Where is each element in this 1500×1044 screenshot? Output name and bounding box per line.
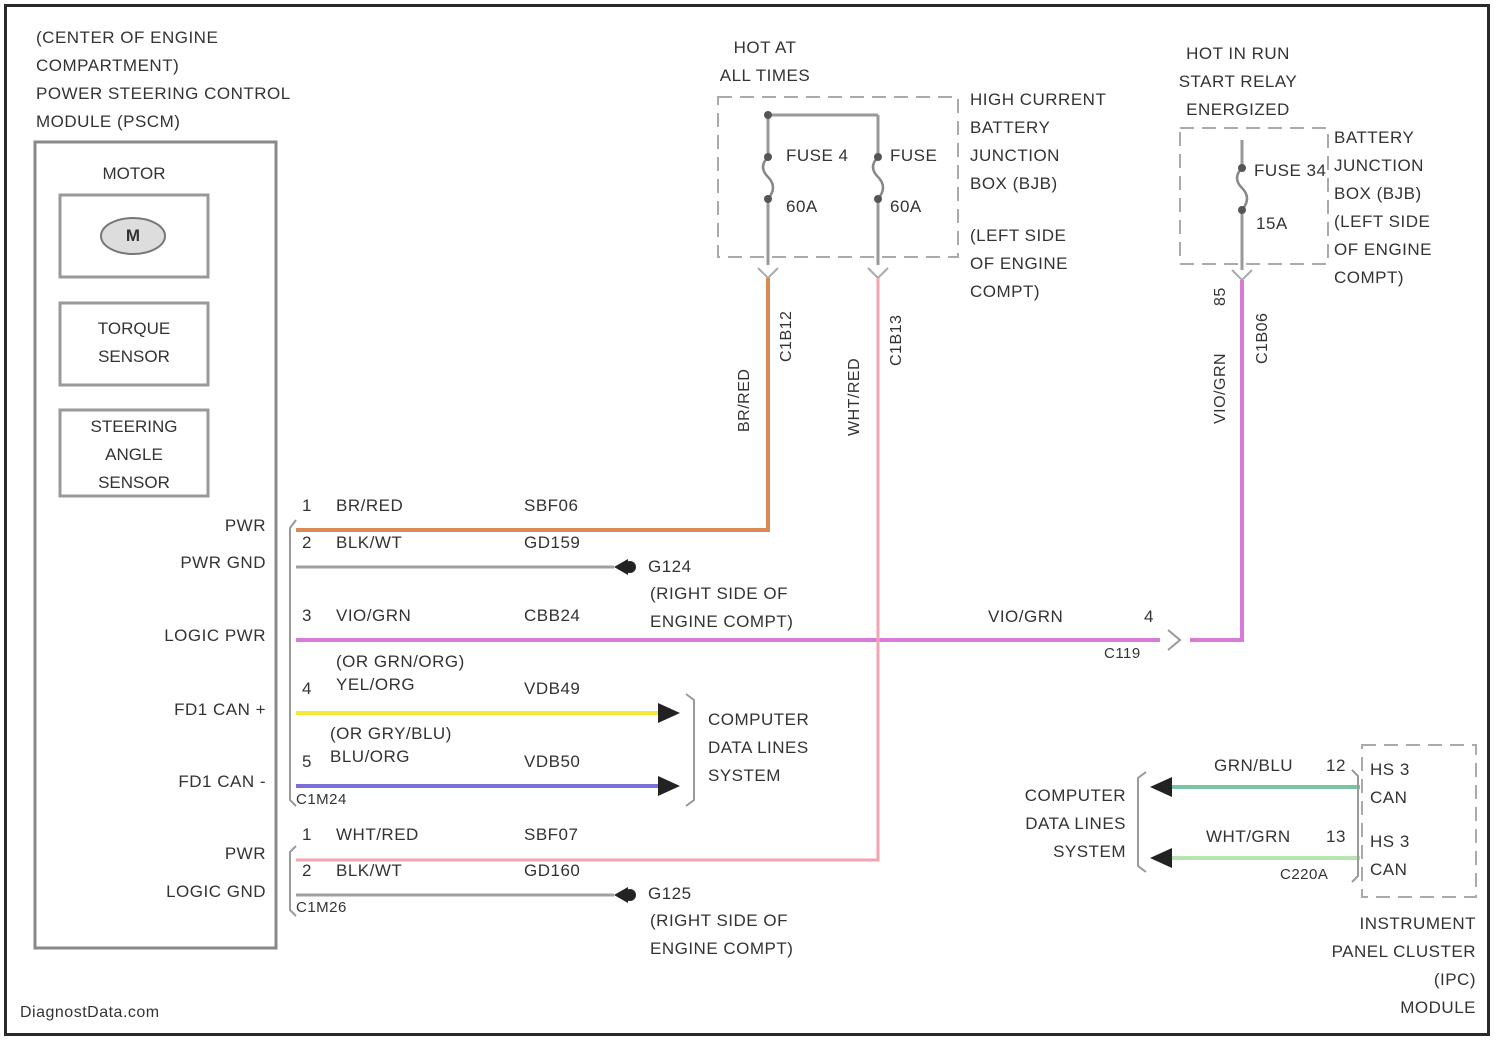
motor-label: MOTOR [60,160,208,188]
fuse4-element [763,157,773,199]
ipc-can-h-color: GRN/BLU [1214,752,1293,780]
pin-label-logic-pwr: LOGIC PWR [100,622,266,650]
logic-pwr-right-color: VIO/GRN [988,603,1063,631]
bjb-out-color: VIO/GRN [1212,353,1230,424]
watermark: DiagnostData.com [20,999,160,1027]
bjb-location: (LEFT SIDE OF ENGINE COMPT) [1334,208,1432,292]
fuse-node-in [874,153,882,161]
computer-data-lines-right: COMPUTER DATA LINES SYSTEM [988,782,1126,866]
fuse4-name: FUSE 4 [786,142,849,170]
connector-bracket-c1m24 [290,520,296,806]
ipc-can-h-pin: 12 [1326,752,1346,780]
fuse-rating: 60A [890,193,922,221]
connector-c220a: C220A [1280,861,1328,889]
wire3-pin: 3 [302,602,312,630]
ipc-can-h-label: HS 3 CAN [1370,756,1410,812]
wire3-color: VIO/GRN [336,602,411,630]
ipc-can-l-pin: 13 [1326,823,1346,851]
arrow-hs3-can-h [1150,777,1172,797]
wire1-pin: 1 [302,492,312,520]
wire1-circuit: SBF06 [524,492,578,520]
fuse34-name: FUSE 34 [1254,157,1326,185]
wire6-circuit: SBF07 [524,821,578,849]
ground-g125-location: (RIGHT SIDE OF ENGINE COMPT) [650,907,793,963]
steering-angle-sensor-label: STEERING ANGLE SENSOR [60,413,208,497]
wire7-circuit: GD160 [524,857,580,885]
hot-at-all-times: HOT AT ALL TIMES [708,34,822,90]
cdl-bracket-right [1138,772,1146,872]
ipc-can-l-color: WHT/GRN [1206,823,1291,851]
fuse-out-color: WHT/RED [846,358,864,436]
pin-label-pwr2: PWR [100,840,266,868]
wire4-circuit: VDB49 [524,675,580,703]
arrow-hs3-can-l [1150,848,1172,868]
logic-pwr-right-pin: 4 [1144,603,1154,631]
wire7-color: BLK/WT [336,857,402,885]
wire1-color: BR/RED [336,492,403,520]
wire4-pin: 4 [302,675,312,703]
wire6-pin: 1 [302,821,312,849]
bjb-out-pin: 85 [1212,287,1230,306]
fuse-out-conn: C1B13 [888,315,906,366]
pin-label-logic-gnd: LOGIC GND [100,878,266,906]
wire5-color: BLU/ORG [330,743,410,771]
ground-g124-node [624,561,636,573]
connector-c1m26: C1M26 [296,894,347,922]
fuse4-node-out [764,195,772,203]
arrow-can-minus [658,776,680,796]
fuse4-out-conn: C1B12 [778,311,796,362]
fuse-element [873,157,883,199]
high-current-bjb-location: (LEFT SIDE OF ENGINE COMPT) [970,222,1068,306]
connector-c119: C119 [1104,640,1141,668]
torque-sensor-label: TORQUE SENSOR [60,315,208,371]
hot-in-run-start: HOT IN RUN START RELAY ENERGIZED [1160,40,1316,124]
fuse4-node-in [764,153,772,161]
ground-g124-location: (RIGHT SIDE OF ENGINE COMPT) [650,580,793,636]
pscm-module-box [35,142,276,948]
wire2-circuit: GD159 [524,529,580,557]
ground-g125-node [624,889,636,901]
fuse34-node-in [1238,164,1246,172]
fuse-node-top [764,111,772,119]
computer-data-lines-left: COMPUTER DATA LINES SYSTEM [708,706,809,790]
fuse34-element [1237,168,1247,210]
fuse4-connector-chevron [758,268,778,278]
fuse34-connector-chevron [1232,270,1252,280]
connector-c1m24: C1M24 [296,786,347,814]
cdl-bracket-left [686,694,694,806]
wire5-circuit: VDB50 [524,748,580,776]
connector-c119-chevron [1168,630,1180,650]
fuse4-rating: 60A [786,193,818,221]
ground-g124-id: G124 [648,553,692,581]
pscm-title: (CENTER OF ENGINE COMPARTMENT) POWER STE… [36,24,291,136]
high-current-bjb-outline [718,97,958,257]
bjb-out-conn: C1B06 [1254,313,1272,364]
wire4-color: YEL/ORG [336,671,415,699]
fuse34-node-out [1238,206,1246,214]
ipc-can-l-label: HS 3 CAN [1370,828,1410,884]
ground-g125-id: G125 [648,880,692,908]
wire2-color: BLK/WT [336,529,402,557]
fuse-node-out [874,195,882,203]
wire5-pin: 5 [302,748,312,776]
high-current-bjb-description: HIGH CURRENT BATTERY JUNCTION BOX (BJB) [970,86,1106,198]
wire7-pin: 2 [302,857,312,885]
fuse-connector-chevron [868,268,888,278]
wire3-circuit: CBB24 [524,602,580,630]
pin-label-pwr1: PWR [100,512,266,540]
fuse34-rating: 15A [1256,210,1288,238]
ipc-module-label: INSTRUMENT PANEL CLUSTER (IPC) MODULE [1270,910,1476,1022]
pin-label-fd1-can-minus: FD1 CAN - [100,768,266,796]
bjb-outline [1180,128,1328,264]
pin-label-pwr-gnd: PWR GND [100,549,266,577]
motor-symbol: M [101,222,165,250]
wire2-pin: 2 [302,529,312,557]
wire6-color: WHT/RED [336,821,419,849]
bjb-description: BATTERY JUNCTION BOX (BJB) [1334,124,1424,208]
fuse4-out-color: BR/RED [736,369,754,432]
arrow-can-plus [658,703,680,723]
fuse-name: FUSE [890,142,937,170]
pin-label-fd1-can-plus: FD1 CAN + [100,696,266,724]
wire-vio-grn-right [1190,280,1242,640]
